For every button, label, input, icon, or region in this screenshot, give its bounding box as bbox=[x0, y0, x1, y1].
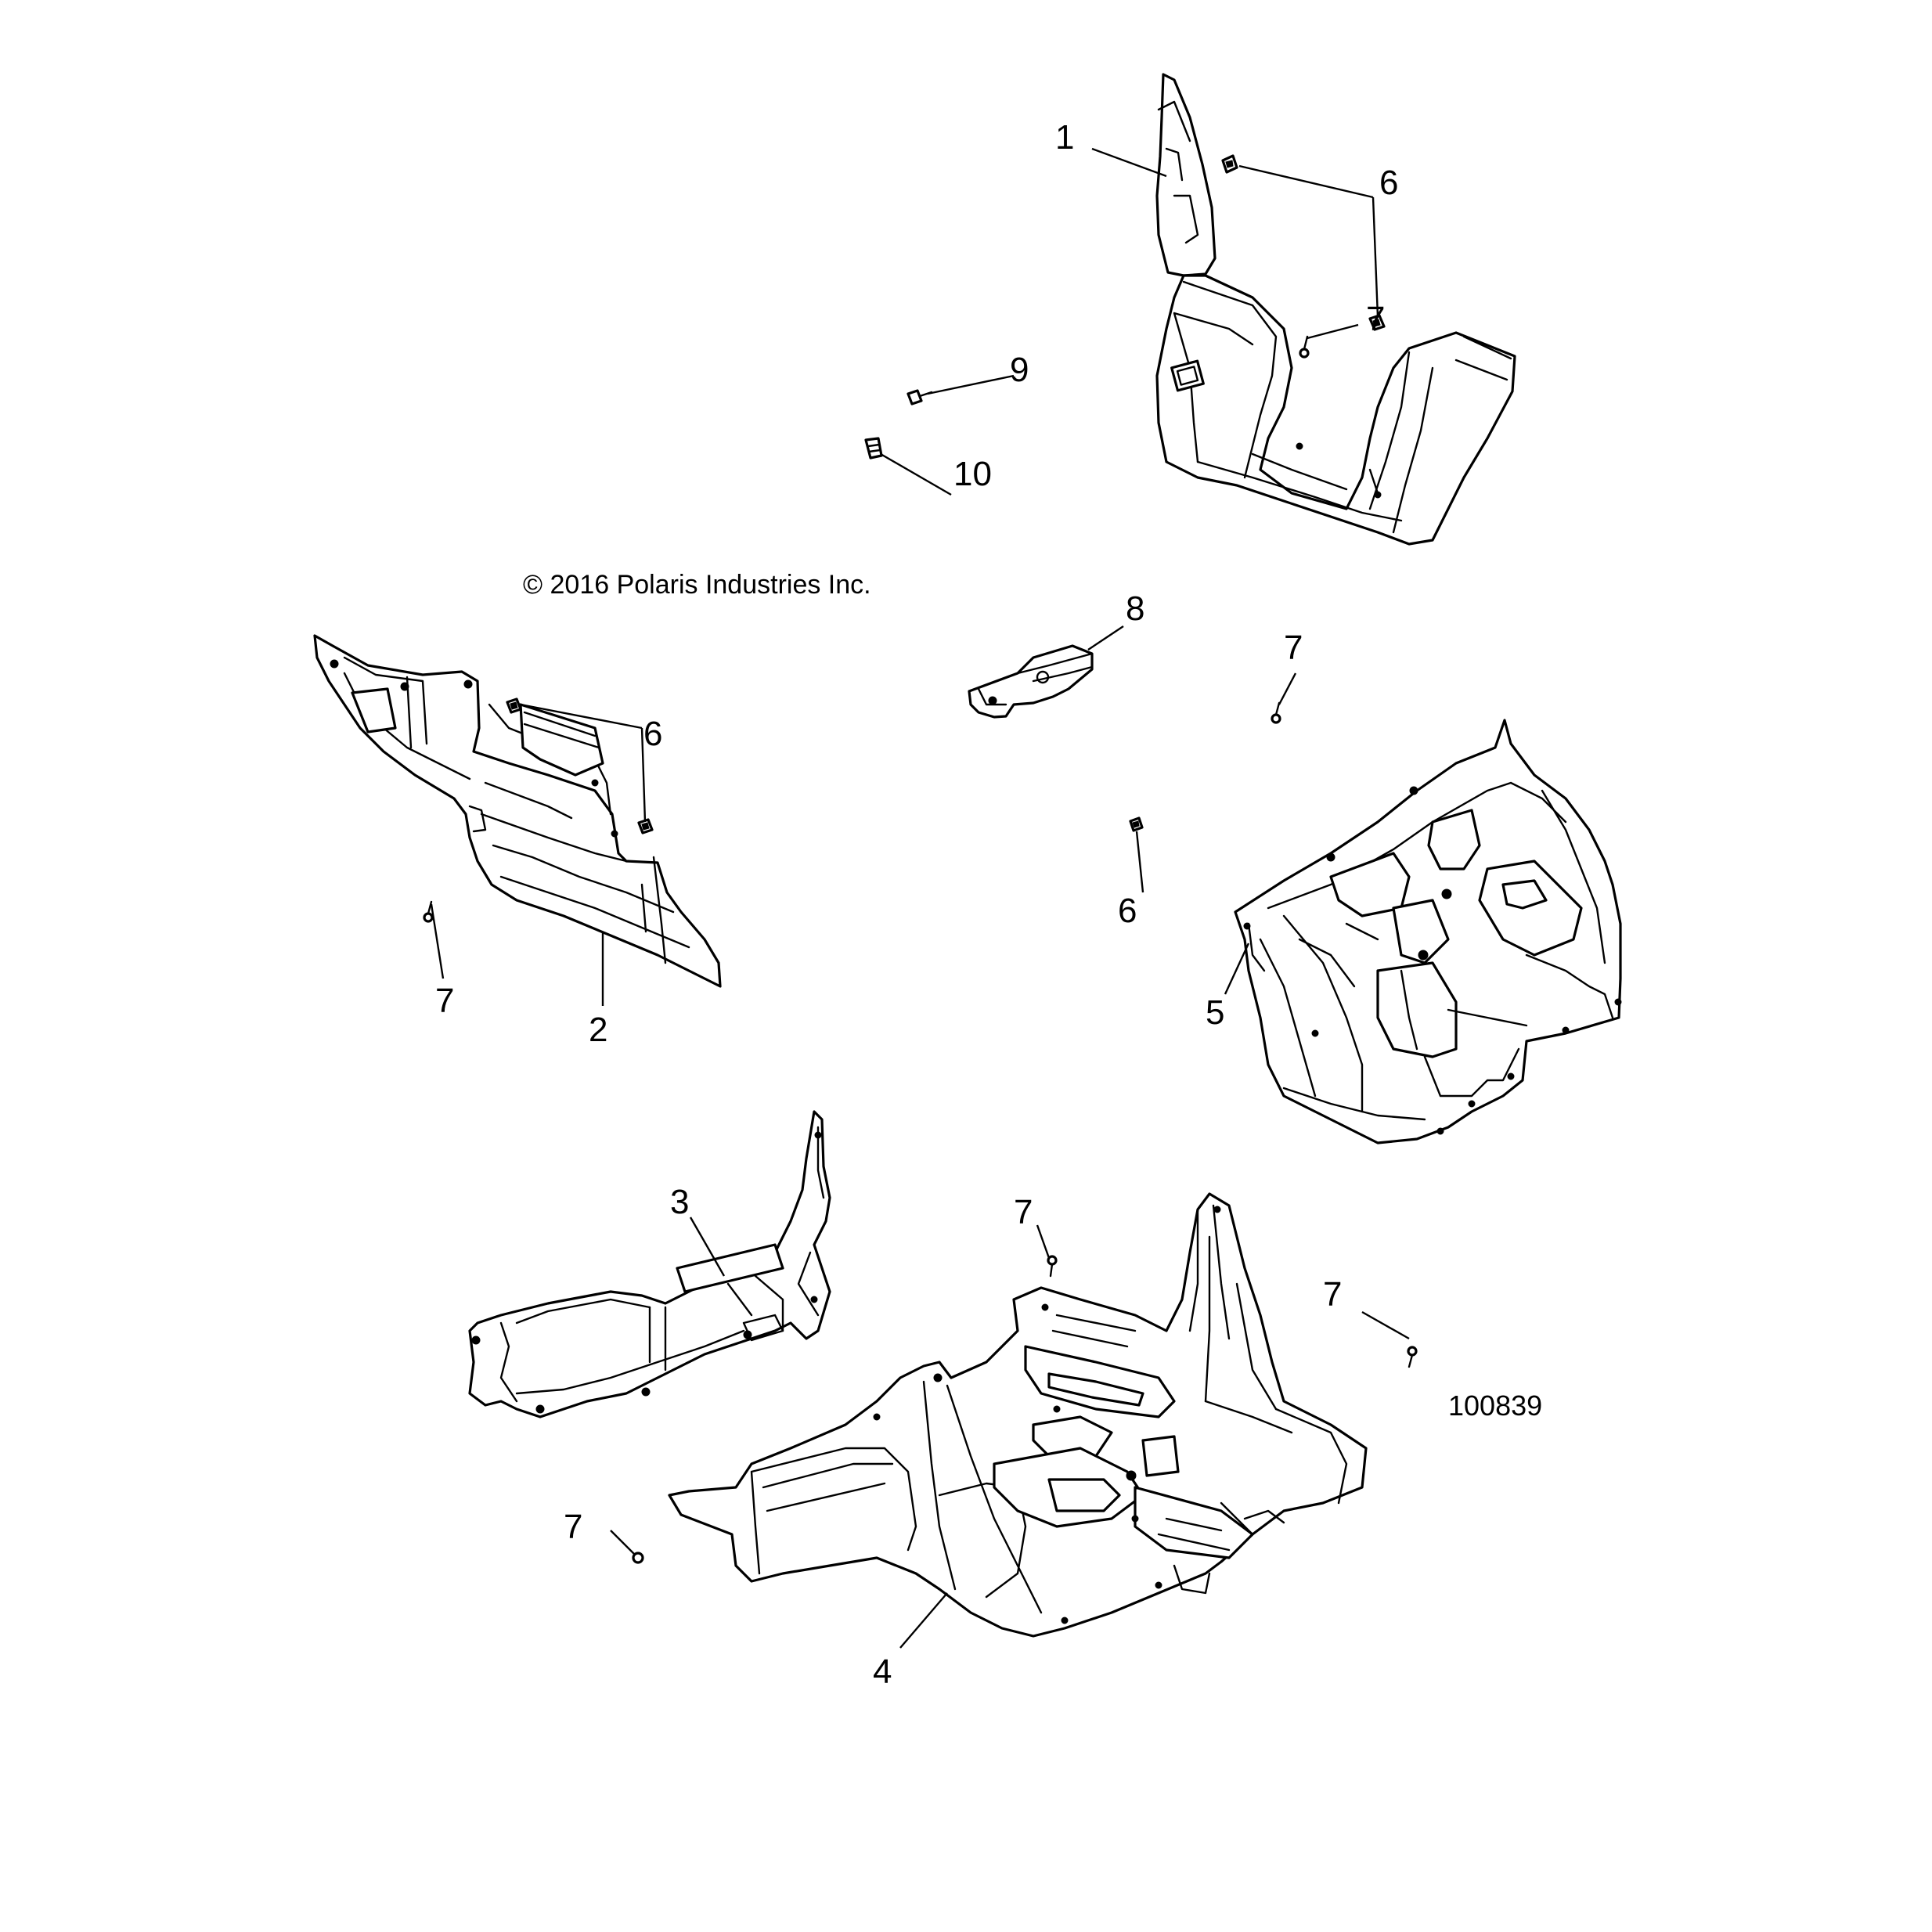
leader-7c bbox=[430, 903, 445, 979]
callout-9: 9 bbox=[1010, 351, 1029, 389]
callout-7c: 7 bbox=[435, 982, 454, 1020]
leader-7b bbox=[1278, 672, 1297, 705]
fastener-6-rivet-e bbox=[1129, 816, 1144, 832]
part-3-front-panel bbox=[468, 1110, 831, 1418]
fastener-6-rivet-a bbox=[1221, 154, 1238, 174]
fastener-6-rivet-c bbox=[506, 697, 522, 714]
callout-7f: 7 bbox=[564, 1508, 582, 1546]
callout-labels: 1 6 7 9 10 8 7 6 6 7 2 5 3 7 7 7 4 bbox=[435, 118, 1398, 1691]
callout-4: 4 bbox=[873, 1653, 892, 1691]
fastener-7-screw-a bbox=[1299, 335, 1310, 359]
callout-3: 3 bbox=[670, 1183, 689, 1221]
part-2-left-panel bbox=[313, 634, 722, 988]
leader-6e bbox=[1135, 831, 1144, 893]
leader-7f bbox=[610, 1530, 635, 1555]
part-4-floor-assembly bbox=[668, 1192, 1368, 1638]
callout-8: 8 bbox=[1126, 589, 1144, 628]
leader-6b bbox=[1372, 196, 1379, 318]
callout-6a: 6 bbox=[1379, 164, 1398, 202]
figure-reference-number: 100839 bbox=[1448, 1390, 1542, 1422]
leader-10 bbox=[880, 452, 952, 496]
leader-6c bbox=[520, 703, 643, 730]
callout-10: 10 bbox=[953, 455, 992, 493]
callout-1: 1 bbox=[1055, 118, 1074, 157]
leader-5 bbox=[1224, 943, 1250, 995]
leader-7e bbox=[1361, 1310, 1410, 1340]
fastener-7-screw-f bbox=[632, 1552, 644, 1564]
leader-8 bbox=[1087, 625, 1124, 651]
copyright-notice: © 2016 Polaris Industries Inc. bbox=[523, 570, 871, 600]
leader-1 bbox=[1091, 147, 1167, 178]
fastener-7-screw-b bbox=[1271, 701, 1281, 724]
leader-9 bbox=[927, 374, 1015, 395]
callout-7b: 7 bbox=[1284, 629, 1303, 667]
part-1-side-panel bbox=[1155, 73, 1516, 546]
part-5-rear-tub bbox=[1234, 719, 1622, 1144]
leader-6d bbox=[640, 727, 647, 823]
leader-6a bbox=[1238, 164, 1374, 199]
callout-7a: 7 bbox=[1366, 300, 1385, 338]
callout-6e: 6 bbox=[1118, 892, 1137, 930]
leader-7a bbox=[1307, 323, 1359, 340]
callout-2: 2 bbox=[589, 1011, 607, 1049]
leader-4 bbox=[899, 1592, 948, 1649]
fastener-7-screw-e bbox=[1407, 1346, 1418, 1368]
leader-3 bbox=[689, 1217, 726, 1277]
callout-7d: 7 bbox=[1014, 1193, 1033, 1231]
fastener-6-rivet-b bbox=[1368, 314, 1386, 331]
leader-lines bbox=[430, 147, 1410, 1649]
fastener-9-screw bbox=[907, 389, 933, 406]
fastener-7-screw-d bbox=[1047, 1255, 1058, 1278]
callout-7e: 7 bbox=[1323, 1275, 1342, 1314]
fastener-7-screw-c bbox=[423, 900, 434, 923]
part-8-bracket bbox=[968, 644, 1094, 719]
callout-6c: 6 bbox=[643, 715, 662, 753]
leader-7d bbox=[1036, 1224, 1051, 1259]
callout-5: 5 bbox=[1206, 993, 1224, 1032]
part-10-clip bbox=[864, 437, 883, 460]
